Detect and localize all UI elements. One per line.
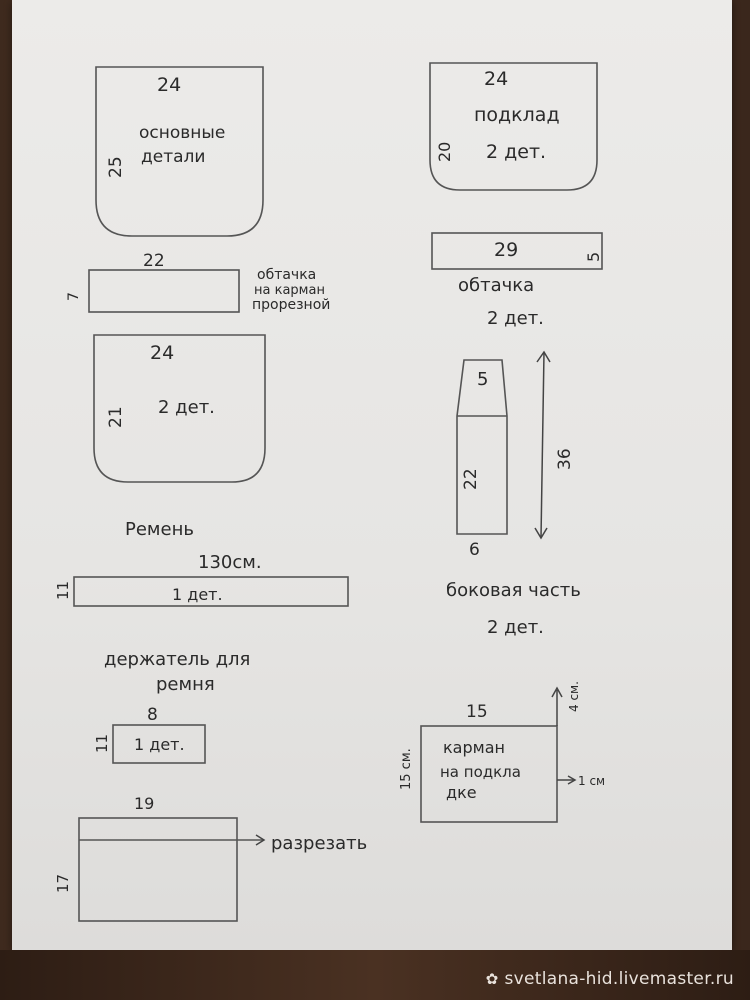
paper-sheet	[12, 0, 732, 950]
watermark: ✿ svetlana-hid.livemaster.ru	[486, 969, 734, 989]
pocket-facing-piece: 22 7 обтачка на карман прорезной	[66, 251, 330, 313]
lining-label-2: 2 дет.	[486, 141, 546, 163]
lining-label-1: подклад	[474, 104, 560, 126]
strap-piece: Ремень 130см. 1 дет. 11	[54, 519, 349, 607]
zipper-pocket-label-1: карман	[443, 738, 505, 757]
side-label-1: боковая часть	[446, 580, 581, 601]
cut-width-label: 19	[134, 794, 154, 813]
cut-label: разрезать	[271, 833, 367, 854]
lining-piece: 24 подклад 2 дет. 20	[429, 62, 598, 191]
holder-outline	[112, 724, 206, 764]
main-piece-outline	[95, 66, 264, 237]
facing-label-2: 2 дет.	[487, 308, 544, 329]
zipper-pocket-label-3: дке	[446, 783, 477, 802]
main-piece: 24 основные детали 25	[95, 66, 264, 237]
main-width-label: 24	[157, 74, 181, 96]
zipper-pocket-outline	[420, 725, 558, 823]
strap-length-label: 130см.	[198, 552, 262, 573]
holder-label: 1 дет.	[134, 735, 185, 754]
side-height-label: 22	[461, 468, 481, 490]
facing-height-label: 5	[584, 252, 603, 262]
pocket-facing-width-label: 22	[143, 251, 165, 271]
side-label-2: 2 дет.	[487, 617, 544, 638]
lining-height-label: 20	[435, 142, 454, 162]
zipper-pocket-width-label: 15	[466, 702, 488, 722]
side-top-label: 5	[477, 369, 488, 390]
facing-label-1: обтачка	[458, 275, 534, 296]
bottom-strip	[0, 950, 750, 1000]
zipper-pocket-top-arrow-head	[551, 686, 563, 698]
second-piece-outline	[93, 334, 266, 483]
second-height-label: 21	[106, 406, 126, 428]
cut-height-label: 17	[54, 874, 72, 893]
zipper-pocket-label-2: на подкла	[440, 763, 521, 781]
zipper-pocket-top-mark: 4 см.	[567, 681, 581, 712]
lining-width-label: 24	[484, 68, 508, 90]
zipper-pocket-piece: 15 карман на подкла дке 15 см. 4 см. 1 с…	[399, 681, 605, 823]
pocket-facing-height-label: 7	[66, 292, 82, 301]
zipper-pocket-right-arrow-head	[567, 775, 577, 785]
side-bottom-label: 6	[469, 540, 480, 560]
zipper-pocket-right-mark: 1 см	[578, 774, 605, 788]
holder-title-1: держатель для	[104, 649, 250, 670]
zipper-pocket-height-label: 15 см.	[399, 748, 414, 790]
second-piece: 24 2 дет. 21	[93, 334, 266, 483]
facing-width-label: 29	[494, 239, 518, 261]
pocket-facing-label-1: обтачка	[257, 267, 316, 283]
main-height-label: 25	[106, 156, 126, 178]
side-arrow-up	[536, 350, 551, 363]
cut-outline	[78, 817, 238, 922]
strap-title: Ремень	[125, 519, 194, 540]
main-label-2: детали	[141, 147, 205, 167]
facing-outline	[431, 232, 603, 270]
side-total-label: 36	[555, 448, 575, 470]
holder-piece: держатель для ремня 8 1 дет. 11	[93, 649, 250, 764]
cut-arrow-head	[255, 834, 266, 846]
facing-piece: 29 5 обтачка 2 дет.	[431, 232, 603, 329]
strap-outline	[73, 576, 349, 607]
holder-height-label: 11	[93, 734, 111, 753]
second-width-label: 24	[150, 342, 174, 364]
side-dimension-line	[540, 351, 545, 539]
side-arrow-down	[534, 527, 548, 540]
flower-icon: ✿	[485, 970, 499, 988]
holder-title-2: ремня	[156, 674, 215, 695]
pocket-facing-outline	[88, 269, 240, 313]
pocket-facing-label-2: на карман	[254, 283, 325, 298]
main-label-1: основные	[139, 123, 225, 143]
pocket-facing-label-3: прорезной	[252, 297, 330, 313]
lining-piece-outline	[429, 62, 598, 191]
cut-piece: 19 разрезать 17	[54, 794, 367, 922]
strap-height-label: 11	[54, 581, 72, 600]
holder-width-label: 8	[147, 705, 158, 725]
strap-label: 1 дет.	[172, 585, 223, 604]
second-label: 2 дет.	[158, 397, 215, 418]
watermark-text: svetlana-hid.livemaster.ru	[504, 969, 734, 989]
side-piece: 5 22 6 36 боковая часть 2 дет.	[446, 350, 581, 638]
